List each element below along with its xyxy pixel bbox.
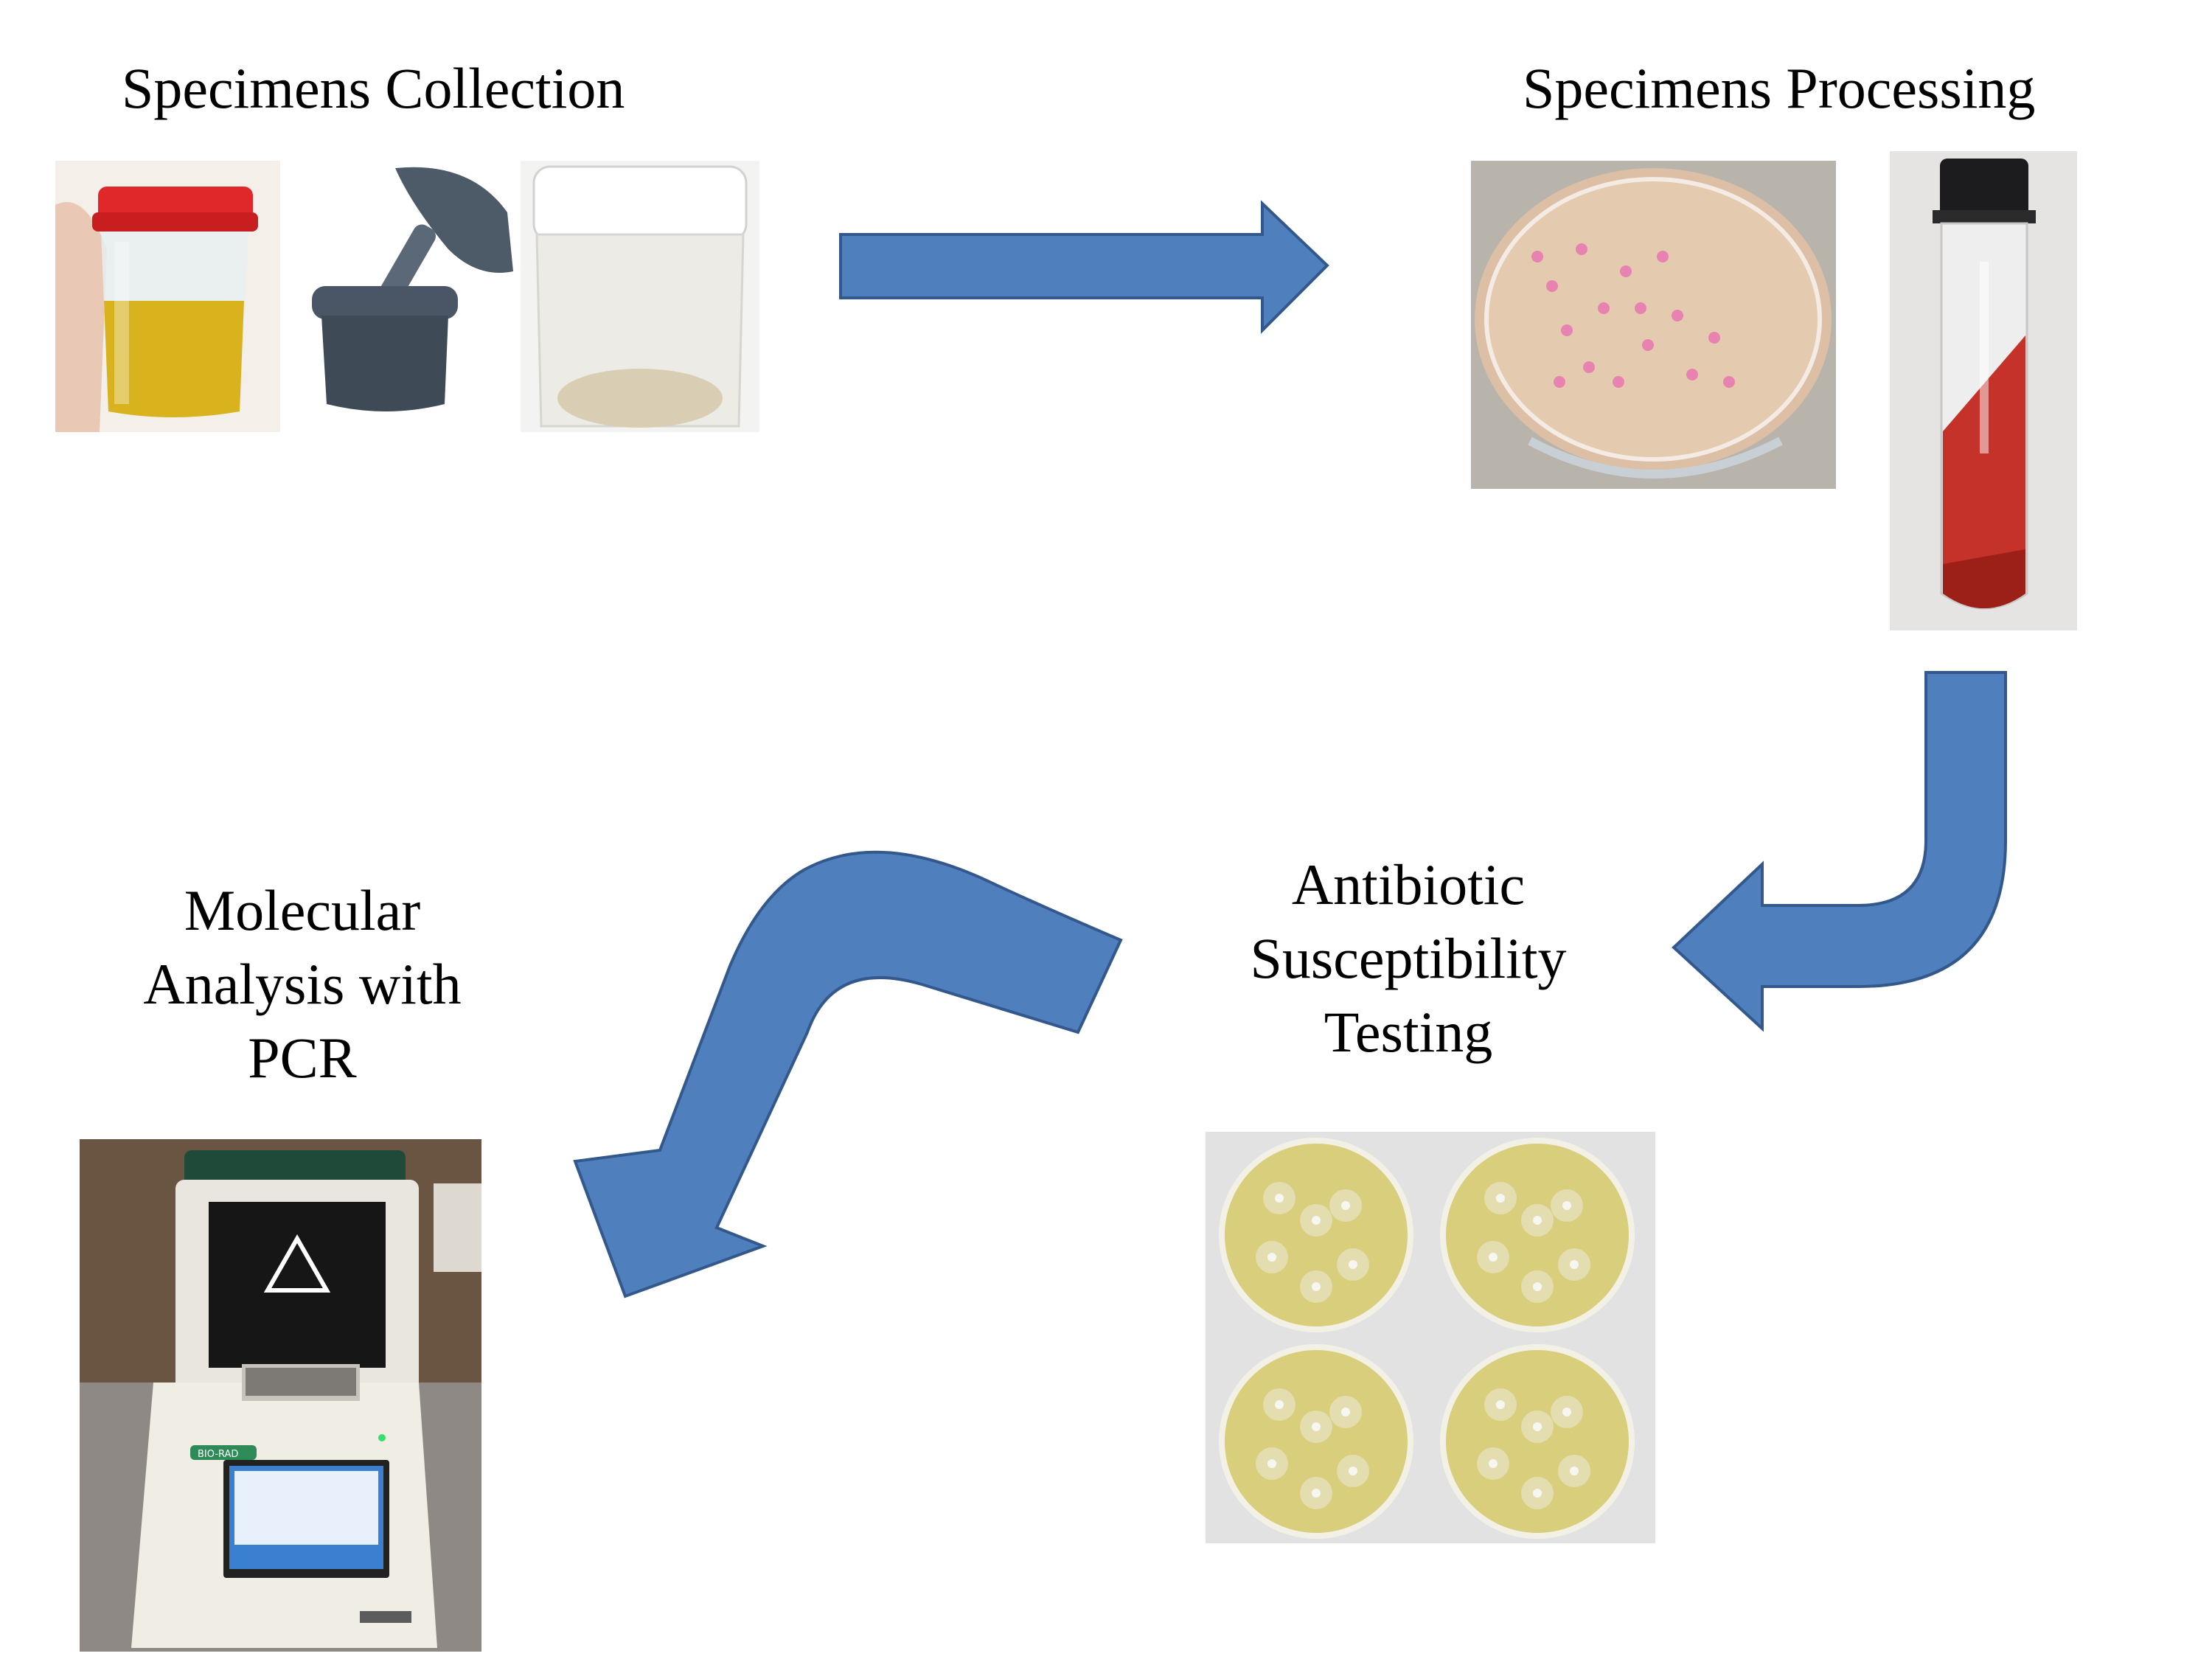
arrow-curve-left xyxy=(573,850,1123,1298)
culture-plate-photo xyxy=(1471,161,1836,489)
label-line: Testing xyxy=(1324,1000,1493,1064)
step-title-specimens-processing: Specimens Processing xyxy=(1523,56,2036,120)
culture-tube-photo xyxy=(1890,151,2077,630)
step-title-antibiotic-susceptibility: Antibiotic Susceptibility Testing xyxy=(1209,848,1607,1069)
label-line: Susceptibility xyxy=(1250,926,1567,990)
pcr-brand-label: BIO-RAD xyxy=(198,1449,238,1460)
pcr-thermal-cycler-photo: BIO-RAD xyxy=(80,1139,481,1652)
step-title-specimens-collection: Specimens Collection xyxy=(122,56,625,120)
arrow-right xyxy=(839,200,1329,334)
step-title-molecular-analysis: Molecular Analysis with PCR xyxy=(111,874,494,1095)
arrow-down-left xyxy=(1672,671,2007,1032)
label-line: Analysis with xyxy=(143,952,462,1016)
antibiotic-plates-photo xyxy=(1206,1132,1655,1543)
label-line: Molecular xyxy=(184,878,421,942)
stool-container-photo xyxy=(308,161,513,419)
label-line: PCR xyxy=(248,1026,357,1090)
label-line: Antibiotic xyxy=(1291,852,1526,917)
urine-container-photo xyxy=(55,161,280,432)
sputum-container-photo xyxy=(521,161,759,432)
